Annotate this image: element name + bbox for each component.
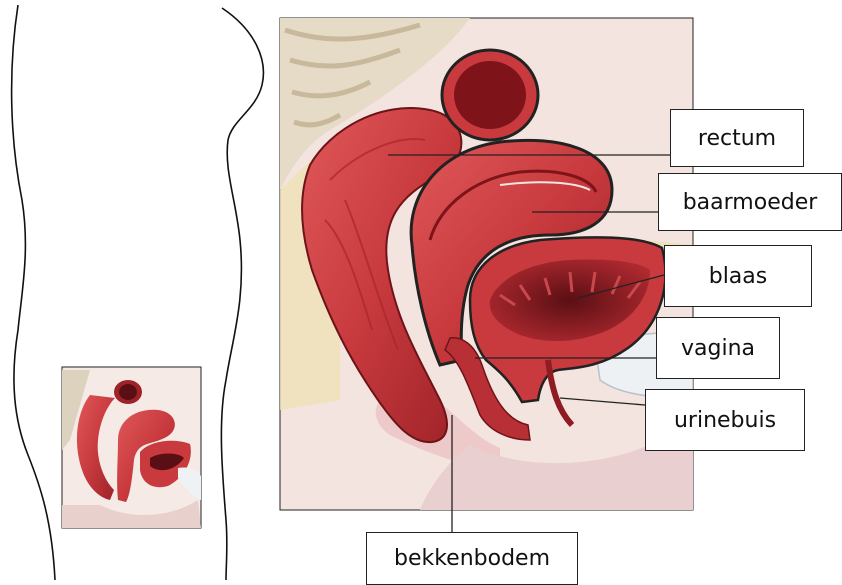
label-uterus: baarmoeder [658,173,842,231]
label-vagina: vagina [656,317,780,379]
label-rectum: rectum [670,109,804,167]
label-urethra: urinebuis [645,389,805,451]
label-bladder: blaas [664,245,812,307]
label-pelvic-floor: bekkenbodem [366,532,578,585]
anatomy-panel [280,18,693,510]
inset-thumbnail [62,367,201,528]
